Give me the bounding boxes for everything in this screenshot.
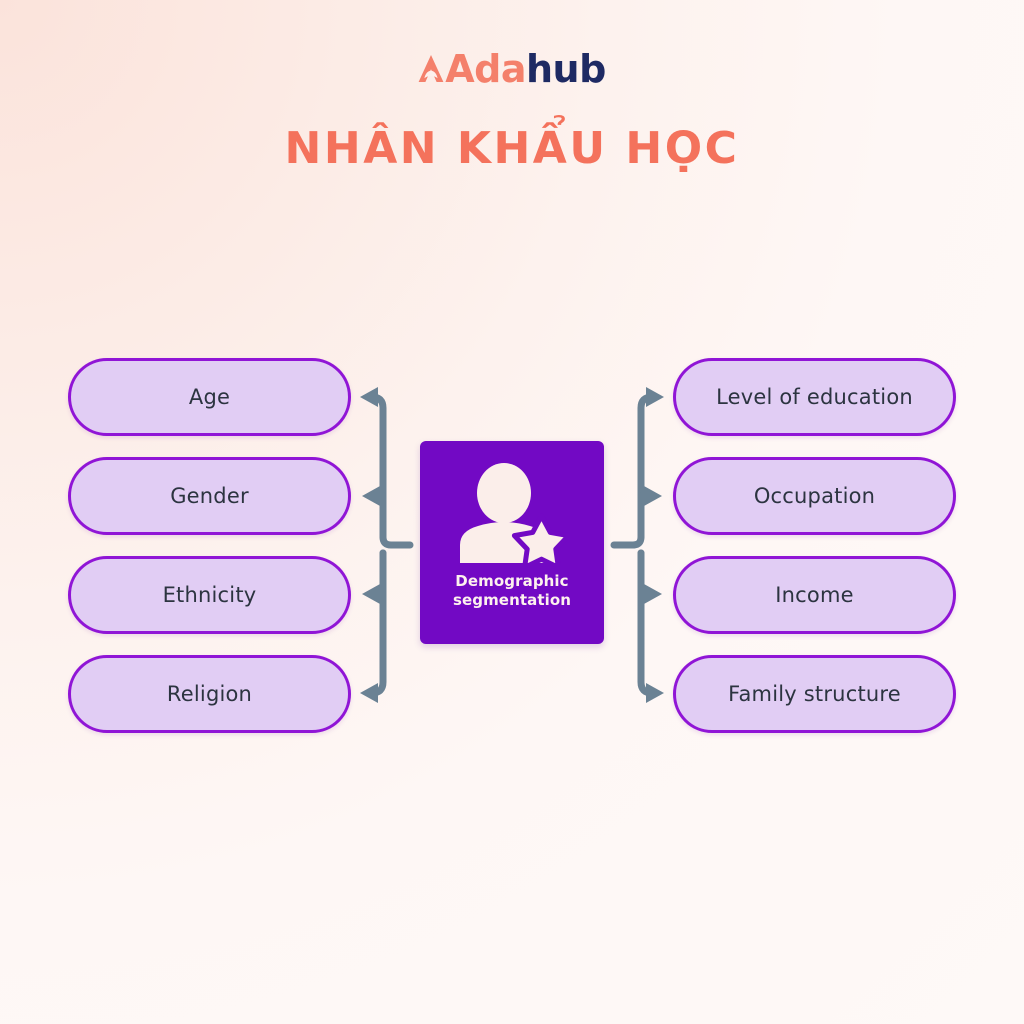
- pill-label: Family structure: [728, 682, 901, 706]
- center-card-demographic-segmentation[interactable]: Demographic segmentation: [420, 441, 604, 644]
- pill-label: Gender: [170, 484, 249, 508]
- pill-left-age[interactable]: Age: [68, 358, 351, 436]
- pill-label: Occupation: [753, 484, 876, 508]
- logo-lockup: Ada hub: [418, 50, 606, 88]
- pill-label: Religion: [166, 682, 253, 706]
- logo-text-ada: Ada: [445, 47, 526, 91]
- pill-left-ethnicity[interactable]: Ethnicity: [68, 556, 351, 634]
- page-title: NHÂN KHẨU HỌC: [284, 123, 740, 174]
- brand-logo: Ada hub: [0, 50, 1024, 88]
- pill-right-level-of-education[interactable]: Level of education: [673, 358, 956, 436]
- pill-right-income[interactable]: Income: [673, 556, 956, 634]
- center-caption-line-2: segmentation: [452, 591, 572, 610]
- center-caption-line-1: Demographic: [455, 572, 569, 590]
- center-card-caption: Demographic segmentation: [453, 572, 571, 610]
- person-with-star-icon: [454, 463, 572, 570]
- pill-label: Age: [188, 385, 231, 409]
- pill-label: Level of education: [716, 385, 913, 409]
- pill-label: Ethnicity: [162, 583, 257, 607]
- pill-left-religion[interactable]: Religion: [68, 655, 351, 733]
- triangle-a-mark-icon: [418, 51, 444, 82]
- logo-text-hub: hub: [525, 47, 606, 91]
- pill-left-gender[interactable]: Gender: [68, 457, 351, 535]
- pill-label: Income: [775, 583, 854, 607]
- pill-right-occupation[interactable]: Occupation: [673, 457, 956, 535]
- pill-right-family-structure[interactable]: Family structure: [673, 655, 956, 733]
